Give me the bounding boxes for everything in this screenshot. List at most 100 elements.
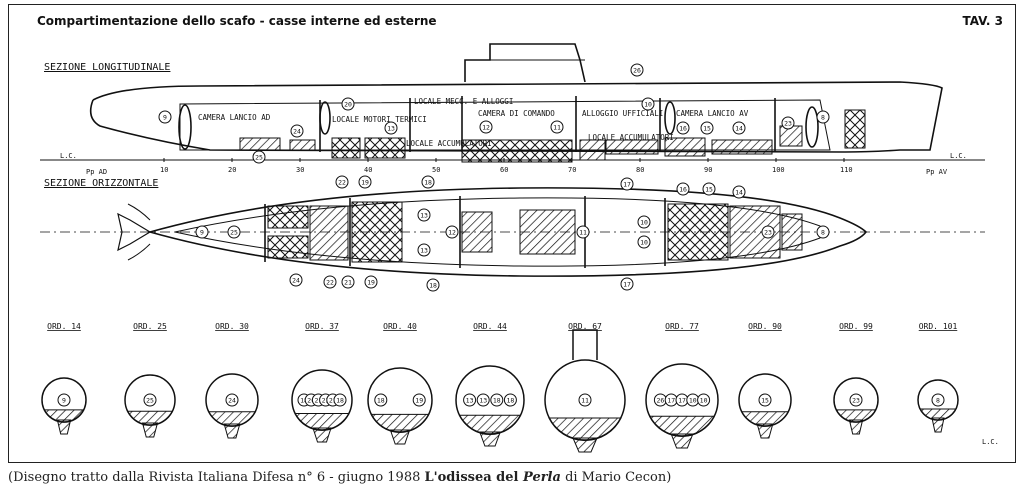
frame-tank <box>835 409 877 423</box>
marker-circle <box>620 277 634 291</box>
frame-label: ORD. 77 <box>665 322 699 331</box>
submarine-drawing: SEZIONE LONGITUDINALE <box>40 43 999 453</box>
marker-circle <box>143 393 157 407</box>
marker-number: 19 <box>361 179 369 187</box>
marker-circle <box>676 121 690 135</box>
marker-circle <box>816 225 830 239</box>
marker-number: 20 <box>307 397 315 405</box>
marker-number: 17 <box>623 281 631 289</box>
label-control-room: CAMERA DI COMANDO <box>478 109 555 118</box>
marker-number: 18 <box>429 282 437 290</box>
marker-circle <box>490 393 504 407</box>
horizontal-tanks <box>267 201 803 263</box>
marker-circle <box>417 243 431 257</box>
frame-tank <box>43 409 85 423</box>
marker-circle <box>290 124 304 138</box>
marker-number: 21 <box>344 279 352 287</box>
frame-label: ORD. 37 <box>305 322 339 331</box>
lc-left-label: L.C. <box>60 152 77 160</box>
marker-number: 23 <box>852 397 860 405</box>
marker-circle <box>341 97 355 111</box>
frame-label: ORD. 25 <box>133 322 167 331</box>
frame-tank <box>207 411 257 427</box>
marker-circle <box>335 175 349 189</box>
longitudinal-hull <box>89 43 943 153</box>
marker-number: 25 <box>255 154 263 162</box>
marker-number: 18 <box>300 397 308 405</box>
marker-number: 8 <box>821 114 825 122</box>
marker-number: 21 <box>314 397 322 405</box>
marker-circle <box>503 393 517 407</box>
marker-number: 10 <box>689 397 697 405</box>
frame-tank <box>648 415 716 437</box>
marker-circle <box>550 120 564 134</box>
marker-number: 13 <box>466 397 474 405</box>
marker-circle <box>761 225 775 239</box>
scale-tick-label: 20 <box>228 166 236 174</box>
scale-tick-label: 100 <box>772 166 785 174</box>
scale-tick-label: 70 <box>568 166 576 174</box>
scale-tick-label: 80 <box>636 166 644 174</box>
frame-section: ORD. 149 <box>41 322 87 435</box>
marker-circle <box>641 97 655 111</box>
marker-number: 25 <box>230 229 238 237</box>
marker-number: 24 <box>293 128 301 136</box>
marker-circle <box>732 185 746 199</box>
marker-circle <box>384 121 398 135</box>
marker-circle <box>578 393 592 407</box>
marker-number: 18 <box>493 397 501 405</box>
marker-number: 13 <box>479 397 487 405</box>
marker-circle <box>374 393 388 407</box>
caption-title-a: L'odissea del <box>424 470 524 485</box>
frame-label: ORD. 101 <box>919 322 958 331</box>
marker-number: 13 <box>420 212 428 220</box>
frame-label: ORD. 30 <box>215 322 249 331</box>
marker-number: 18 <box>377 397 385 405</box>
marker-circle <box>412 393 426 407</box>
pp-ad-label: Pp AD <box>86 168 107 176</box>
caption-suffix: di Mario Cecon) <box>560 470 672 485</box>
marker-number: 24 <box>228 397 236 405</box>
frame-lc-label: L.C. <box>982 438 999 446</box>
frame-tank <box>919 408 957 421</box>
marker-number: 12 <box>482 124 490 132</box>
scale-tick-label: 90 <box>704 166 712 174</box>
marker-circle <box>732 121 746 135</box>
marker-number: 23 <box>784 120 792 128</box>
marker-circle <box>227 225 241 239</box>
marker-number: 15 <box>761 397 769 405</box>
label-battery-fwd: LOCALE ACCUMULATORI <box>588 133 674 142</box>
marker-circle <box>849 393 863 407</box>
frame-label: ORD. 67 <box>568 322 602 331</box>
plate-title: Compartimentazione dello scafo - casse i… <box>37 14 437 28</box>
pp-av-label: Pp AV <box>926 168 948 176</box>
compartment-labels: CAMERA LANCIO AD LOCALE MOTORI TERMICI L… <box>198 97 749 148</box>
caption-prefix: (Disegno tratto dalla Rivista Italiana D… <box>8 470 425 485</box>
marker-circle <box>637 215 651 229</box>
marker-circle <box>476 393 490 407</box>
frame-tank <box>458 414 522 435</box>
marker-number: 13 <box>387 125 395 133</box>
marker-circle <box>576 225 590 239</box>
marker-circle <box>252 150 266 164</box>
marker-circle <box>333 393 347 407</box>
marker-number: 22 <box>322 397 330 405</box>
marker-circle <box>445 225 459 239</box>
marker-circle <box>630 63 644 77</box>
marker-circle <box>358 175 372 189</box>
horizontal-hull <box>40 187 985 277</box>
marker-circle <box>195 225 209 239</box>
marker-number: 17 <box>667 397 675 405</box>
scale-tick-label: 110 <box>840 166 853 174</box>
marker-circle <box>637 235 651 249</box>
frame-section: ORD. 30 24 <box>205 322 259 439</box>
frame-label: ORD. 44 <box>473 322 507 331</box>
